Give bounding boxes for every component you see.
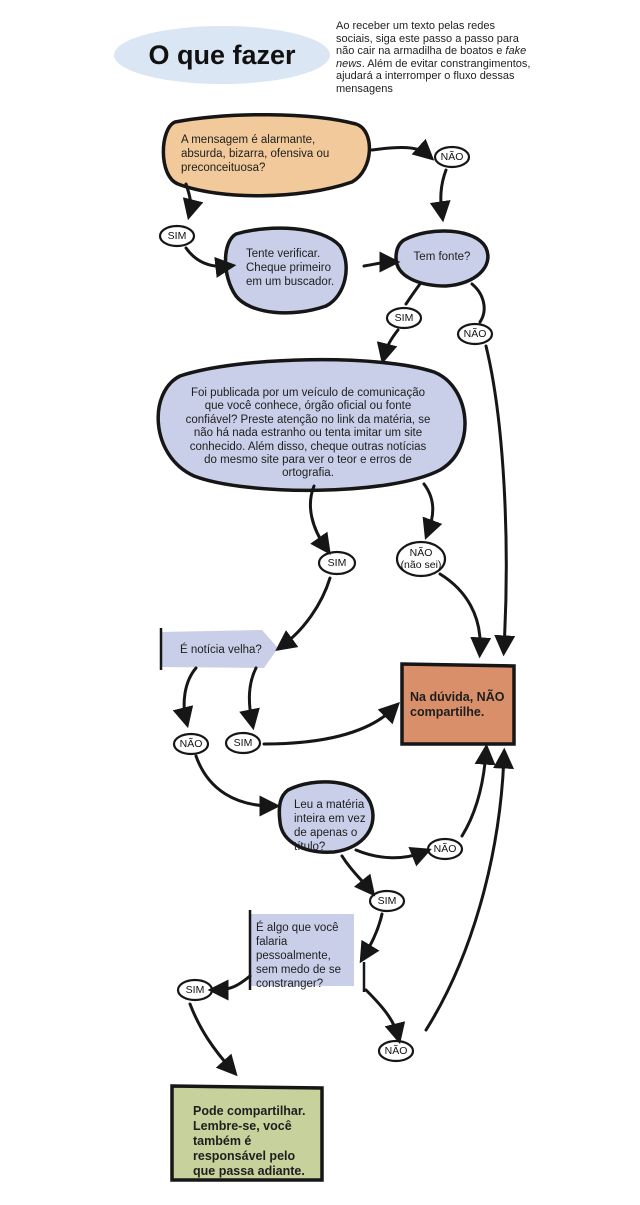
- arrow-readfull-to-no: [354, 846, 432, 867]
- node-alarming-text: A mensagem é alarmante, absurda, bizarra…: [181, 134, 330, 174]
- arrow-alarming-to-yes: [182, 182, 204, 221]
- node-oldnews-shape: [160, 630, 278, 668]
- arrow-oldnews-to-no: [172, 666, 198, 729]
- label-yes-6: SIM: [185, 984, 205, 996]
- arrow-no-to-source: [429, 168, 451, 223]
- title-bubble: [114, 26, 330, 84]
- node-alarming-shape: [161, 113, 372, 198]
- node-personally-shape: [250, 914, 354, 986]
- arrow-published-to-yes: [308, 484, 331, 555]
- arrow-nosei-to-dontshare: [438, 572, 492, 659]
- node-published-shape: [156, 357, 467, 493]
- label-no-3: NÃO (não sei): [397, 547, 445, 571]
- label-yes-1: SIM: [167, 230, 187, 242]
- page-title: O que fazer: [148, 39, 296, 70]
- intro-after: . Além de evitar constrangimentos, ajuda…: [336, 57, 531, 95]
- connectors: [172, 138, 516, 1077]
- intro-emphasis: fake news: [336, 45, 527, 70]
- arrow-no-to-dontshare-3: [424, 747, 515, 1032]
- node-dontshare-shape: [400, 662, 516, 746]
- node-published-text: Foi publicada por um veículo de comunica…: [185, 387, 431, 480]
- label-no-1: NÃO: [440, 151, 464, 163]
- arrow-verify-to-source: [362, 251, 401, 273]
- oval-no-1: [433, 145, 471, 169]
- oval-yes-5: [368, 889, 406, 913]
- arrow-yes-to-oldnews: [275, 576, 332, 651]
- node-canshare-shape: [170, 1084, 324, 1182]
- arrow-personally-to-yes: [207, 974, 252, 1001]
- intro-before: Ao receber um texto pelas redes sociais,…: [336, 20, 519, 58]
- label-no-3-line1: NÃO: [409, 547, 433, 559]
- oval-no-3: [395, 540, 447, 578]
- arrow-yes-to-personally: [359, 912, 384, 964]
- oval-yes-4: [224, 731, 262, 755]
- oval-no-2: [456, 322, 494, 346]
- arrow-no-to-readfull: [194, 754, 281, 817]
- arrow-published-to-no: [422, 482, 443, 540]
- label-no-6: NÃO: [384, 1045, 408, 1057]
- node-verify-text: Tente verificar. Cheque primeiro em um b…: [246, 248, 335, 288]
- arrow-source-to-no: [470, 282, 486, 324]
- node-source-text: Tem fonte?: [413, 251, 471, 263]
- node-dontshare-text: Na dúvida, NÃO compartilhe.: [410, 690, 505, 719]
- node-personally-text: É algo que você falaria pessoalmente, se…: [256, 922, 342, 990]
- arrow-no-to-dontshare: [484, 344, 516, 657]
- label-no-4: NÃO: [179, 738, 203, 750]
- node-oldnews-text: É notícia velha?: [180, 644, 262, 656]
- label-ovals: [158, 145, 494, 1063]
- arrow-oldnews-to-yes: [239, 666, 260, 731]
- oval-yes-1: [158, 224, 196, 248]
- arrow-yes-to-canshare: [188, 1002, 238, 1077]
- node-canshare-text: Pode compartilhar. Lembre-se, você també…: [193, 1104, 306, 1178]
- arrow-yes-to-verify: [184, 246, 237, 278]
- label-no-5: NÃO: [433, 843, 457, 855]
- label-no-2: NÃO: [463, 328, 487, 340]
- label-yes-2: SIM: [394, 312, 414, 324]
- arrow-yes-to-dontshare: [262, 702, 400, 746]
- label-yes-3: SIM: [327, 557, 347, 569]
- arrow-yes-to-published: [376, 328, 400, 365]
- label-yes-5: SIM: [377, 895, 397, 907]
- label-yes-4: SIM: [233, 737, 253, 749]
- node-verify-shape: [223, 226, 348, 315]
- arrow-source-to-yes: [404, 282, 422, 306]
- node-readfull-text: Leu a matéria inteira em vez de apenas o…: [294, 799, 366, 853]
- oval-yes-3: [317, 550, 357, 576]
- label-no-3-line2: (não sei): [400, 559, 442, 571]
- arrow-no-to-dontshare-2: [460, 743, 496, 838]
- arrow-personally-to-no: [364, 988, 406, 1045]
- arrow-readfull-to-yes: [340, 854, 376, 897]
- arrow-alarming-to-no: [370, 138, 435, 161]
- intro-text: Ao receber um texto pelas redes sociais,…: [336, 20, 531, 96]
- oval-no-4: [172, 732, 210, 756]
- oval-yes-2: [385, 306, 423, 330]
